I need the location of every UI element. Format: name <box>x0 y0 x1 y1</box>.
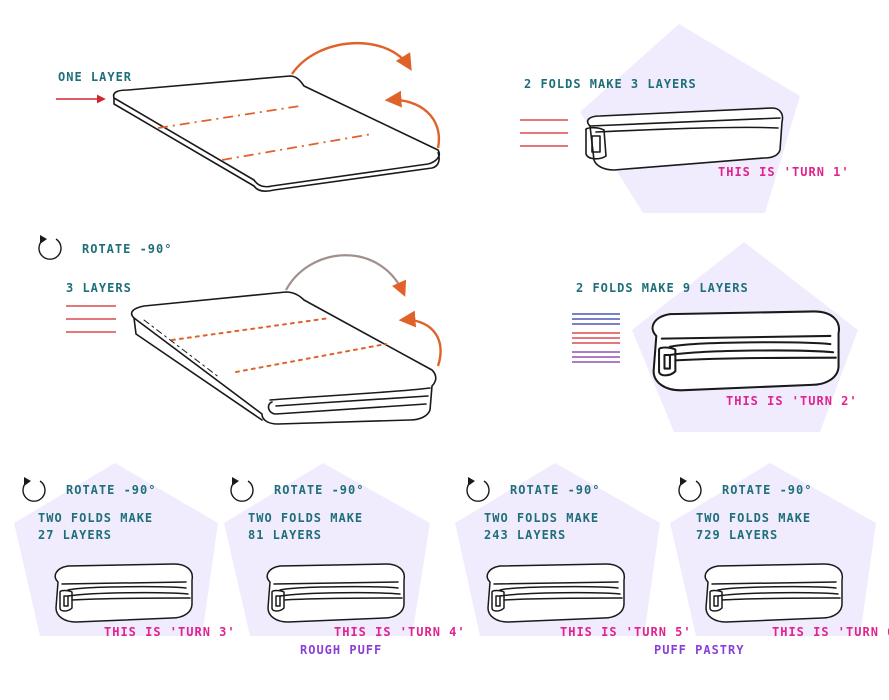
fold-count-line-2: 27 LAYERS <box>38 528 112 542</box>
layer-lines <box>520 119 568 147</box>
rough-puff-label: ROUGH PUFF <box>300 643 382 657</box>
folded-dough-nine <box>651 310 840 392</box>
rotated-dough <box>130 291 437 425</box>
fold-count-line-2: 729 LAYERS <box>696 528 778 542</box>
fold-arrow-top <box>291 41 412 75</box>
folded-dough <box>704 563 844 623</box>
rotate-icon <box>38 234 62 260</box>
step-turn-3: ROTATE -90° TWO FOLDS MAKE 27 LAYERS THI… <box>22 476 236 639</box>
layer-lines-3 <box>572 313 620 363</box>
rotate-icon <box>678 476 702 502</box>
step-turn-6: ROTATE -90° TWO FOLDS MAKE 729 LAYERS TH… <box>654 476 889 657</box>
rotate-label: ROTATE -90° <box>510 483 600 497</box>
puff-pastry-label: PUFF PASTRY <box>654 643 744 657</box>
rotate-label: ROTATE -90° <box>274 483 364 497</box>
folded-dough <box>54 563 194 623</box>
fold-count-line-2: 243 LAYERS <box>484 528 566 542</box>
step-3: ROTATE -90° 3 LAYERS <box>38 234 442 425</box>
step-turn-4: ROTATE -90° TWO FOLDS MAKE 81 LAYERS THI… <box>230 476 466 657</box>
turn-2-label: THIS IS 'TURN 2' <box>726 394 858 408</box>
rotate-icon <box>466 476 490 502</box>
turn-label: THIS IS 'TURN 5' <box>560 625 692 639</box>
fold-count-line-1: TWO FOLDS MAKE <box>248 511 363 525</box>
layer-lines-2 <box>66 305 116 333</box>
dough-sheet <box>112 75 441 192</box>
fold-count-line-1: TWO FOLDS MAKE <box>38 511 153 525</box>
rotate-label: ROTATE -90° <box>722 483 812 497</box>
one-layer-label: ONE LAYER <box>58 70 132 84</box>
folded-dough <box>486 563 626 623</box>
fold-count-line-2: 81 LAYERS <box>248 528 322 542</box>
turn-label: THIS IS 'TURN 4' <box>334 625 466 639</box>
three-layers-label-2: 3 LAYERS <box>66 281 132 295</box>
rotate-icon <box>22 476 46 502</box>
rotate-label: ROTATE -90° <box>66 483 156 497</box>
step-2: 2 FOLDS MAKE 3 LAYERS THIS IS 'TURN 1' <box>520 77 850 179</box>
rotate-icon <box>230 476 254 502</box>
turn-1-label: THIS IS 'TURN 1' <box>718 165 850 179</box>
turn-label: THIS IS 'TURN 3' <box>104 625 236 639</box>
fold-count-line-1: TWO FOLDS MAKE <box>696 511 811 525</box>
fold-arrow-top-2 <box>285 254 407 297</box>
step-1: ONE LAYER <box>56 41 441 192</box>
nine-layers-label: 2 FOLDS MAKE 9 LAYERS <box>576 281 749 295</box>
fold-count-line-1: TWO FOLDS MAKE <box>484 511 599 525</box>
step-4: 2 FOLDS MAKE 9 LAYERS THIS IS 'TURN 2' <box>572 281 858 408</box>
rotate-label: ROTATE -90° <box>82 242 172 256</box>
folded-dough-three <box>585 107 784 171</box>
folded-dough <box>266 563 406 623</box>
turn-label: THIS IS 'TURN 6' <box>772 625 889 639</box>
fold-arrow-bottom <box>384 90 441 149</box>
fold-arrow-bottom-2 <box>398 310 442 367</box>
step-turn-5: ROTATE -90° TWO FOLDS MAKE 243 LAYERS TH… <box>466 476 692 639</box>
three-layers-label: 2 FOLDS MAKE 3 LAYERS <box>524 77 697 91</box>
